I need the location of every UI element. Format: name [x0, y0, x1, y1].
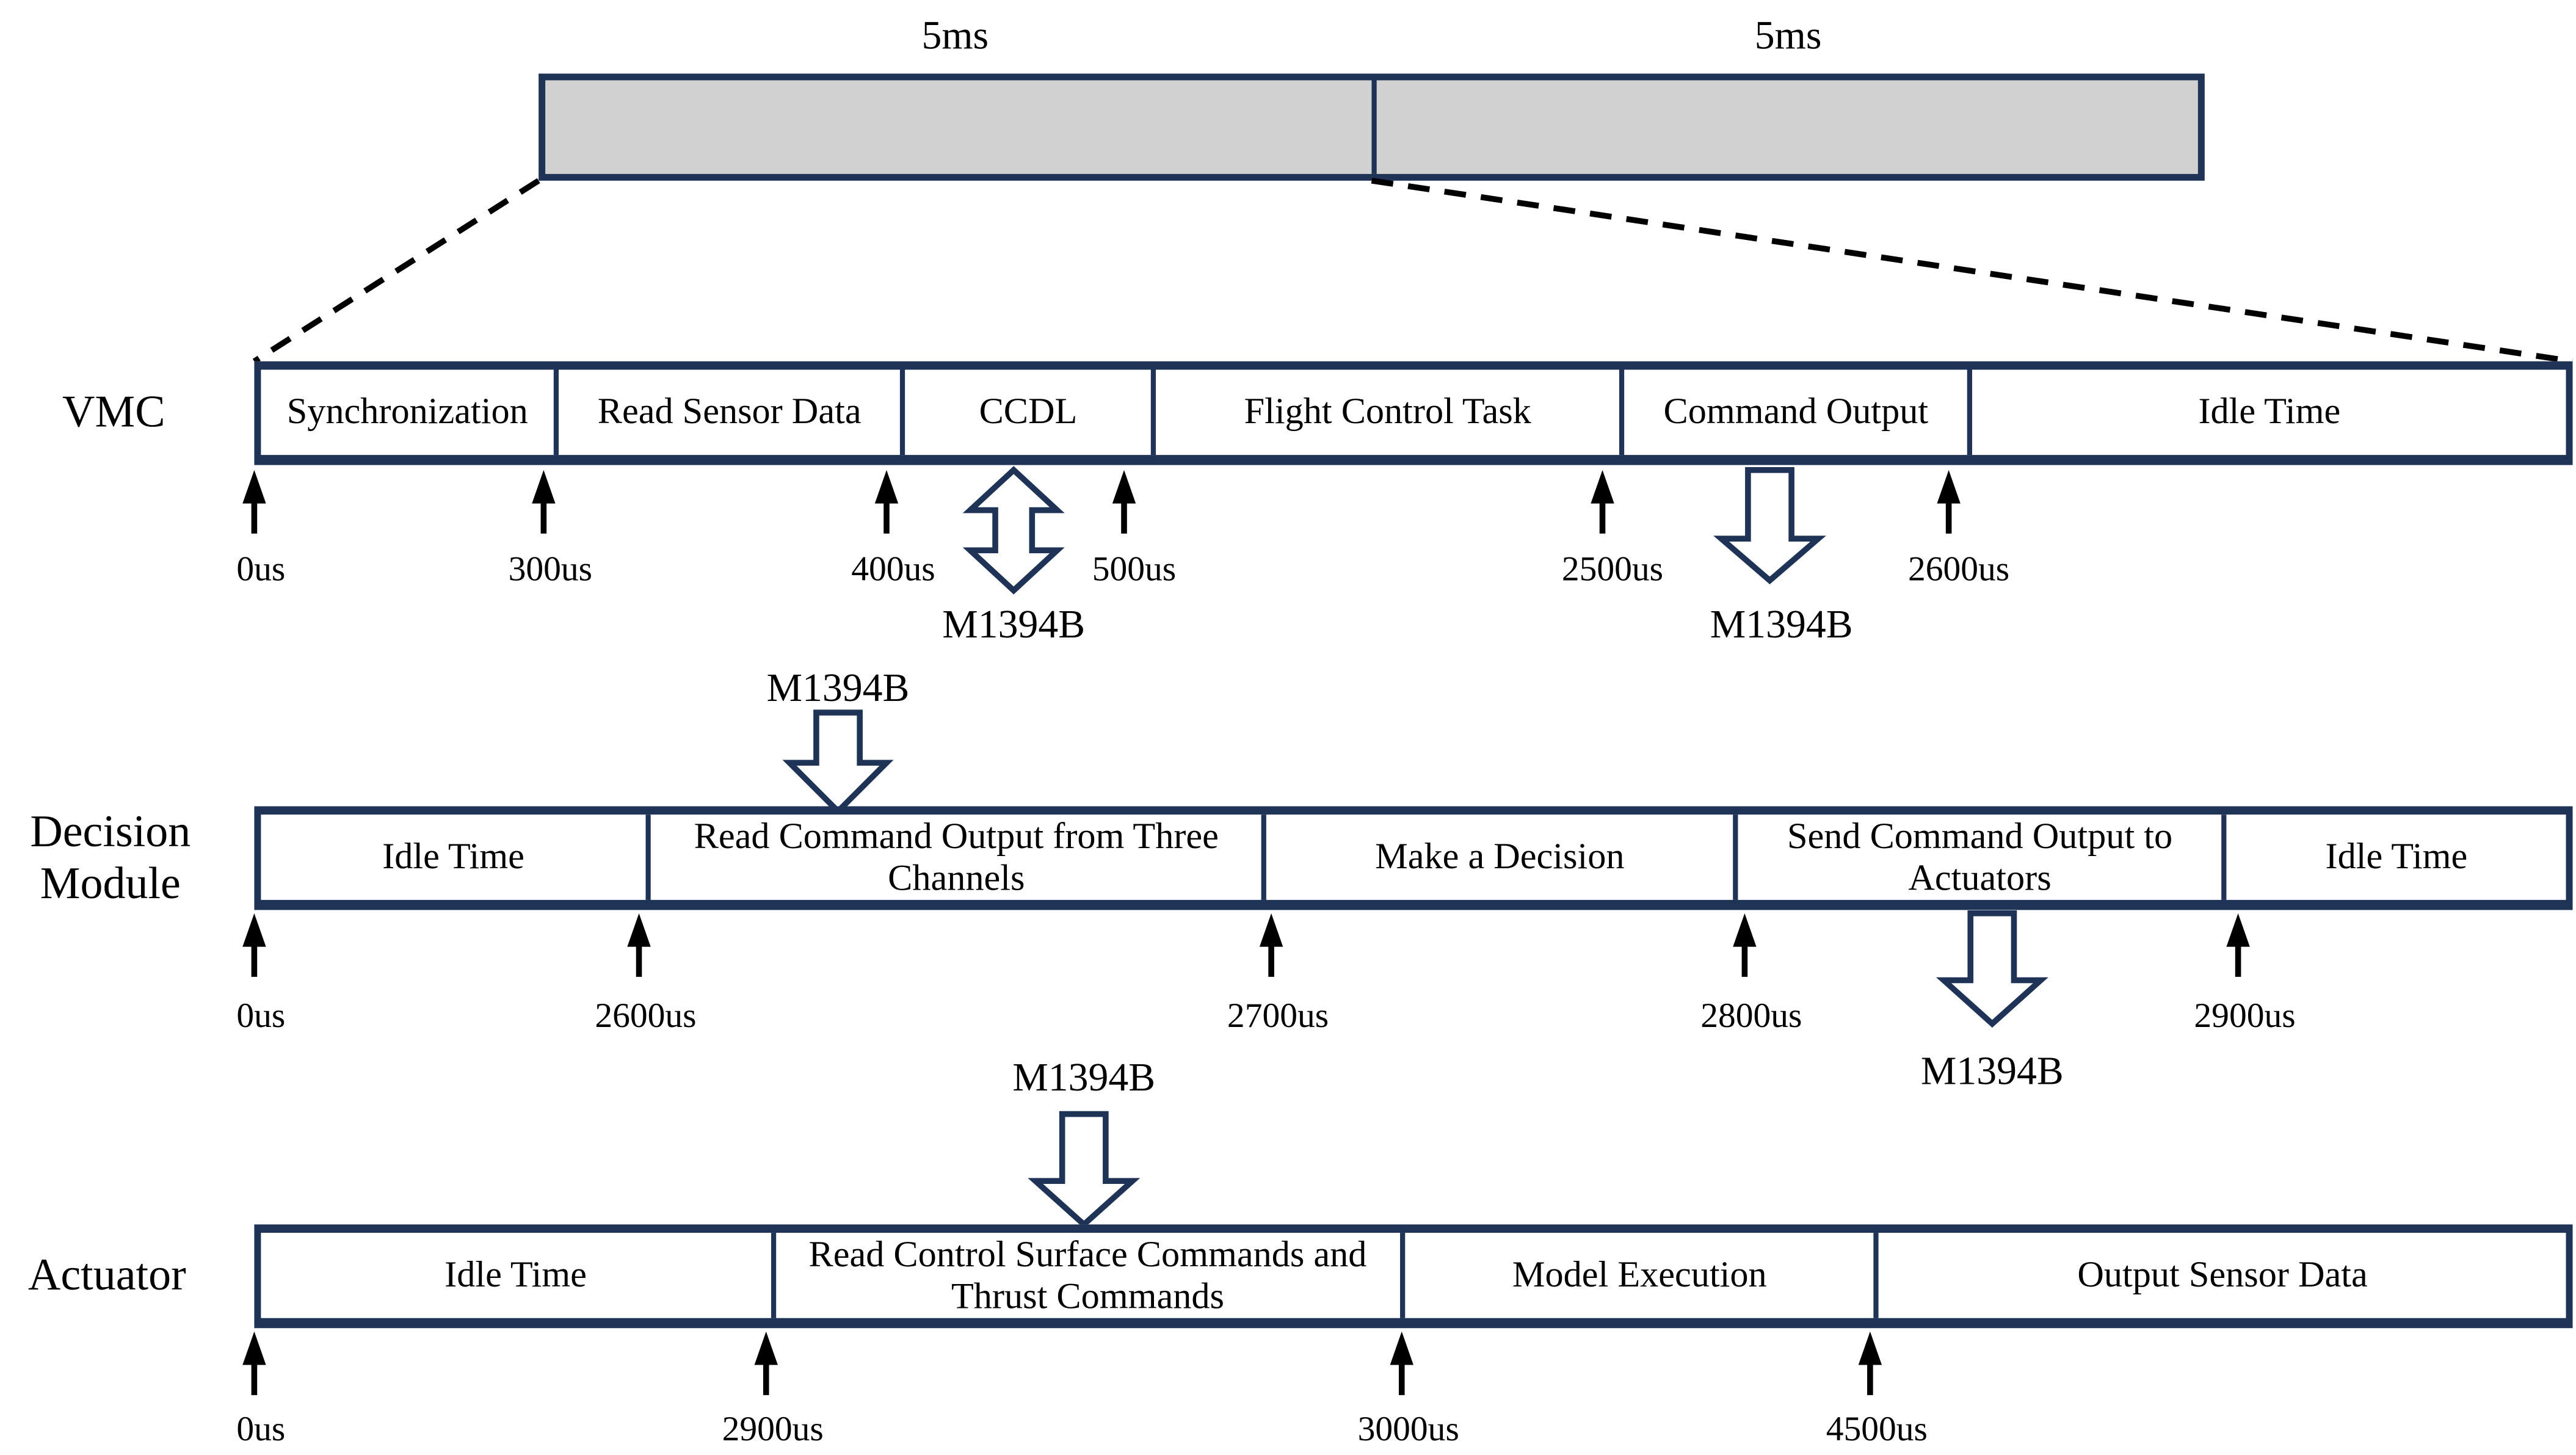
- row-title-actuator: Actuator: [27, 1250, 186, 1301]
- decision-segment-read-command-output: Read Command Output from Three Channels: [645, 815, 1262, 900]
- actuator-segment-read-control-surface: Read Control Surface Commands and Thrust…: [770, 1233, 1400, 1318]
- actuator-tick-2900us: 2900us: [722, 1407, 824, 1448]
- vmc-tick-0us: 0us: [236, 548, 286, 588]
- tick-arrow: [242, 1331, 266, 1395]
- tick-arrow: [1858, 1331, 1882, 1395]
- row-title-vmc: VMC: [62, 387, 165, 438]
- decision-timeline-row: Idle Time Read Command Output from Three…: [254, 806, 2573, 910]
- decision-tick-2900us: 2900us: [2194, 994, 2296, 1035]
- frame-duration-label: 5ms: [1754, 14, 1822, 58]
- actuator-tick-4500us: 4500us: [1826, 1407, 1928, 1448]
- tick-arrow: [1112, 470, 1136, 534]
- decision-segment-idle-time-1: Idle Time: [382, 835, 524, 877]
- tick-arrow: [1591, 470, 1614, 534]
- dashed-guide-line-left: [252, 178, 540, 364]
- bus-label-decision-read: M1394B: [766, 666, 910, 710]
- decision-segment-send-command-output: Send Command Output to Actuators: [1732, 815, 2222, 900]
- bus-down-arrow-command-output: [1713, 467, 1826, 584]
- vmc-segment-command-output: Command Output: [1619, 369, 1968, 455]
- actuator-tick-arrows: [242, 1331, 1882, 1395]
- decision-tick-2800us: 2800us: [1700, 994, 1802, 1035]
- vmc-tick-2600us: 2600us: [1907, 548, 2010, 588]
- actuator-segment-model-execution: Model Execution: [1400, 1233, 1874, 1318]
- vmc-tick-300us: 300us: [508, 548, 593, 588]
- vmc-tick-2500us: 2500us: [1561, 548, 1664, 588]
- bus-label-decision-send: M1394B: [1920, 1050, 2064, 1094]
- bus-down-arrow-decision-read: [782, 709, 894, 816]
- vmc-segment-idle-time: Idle Time: [1968, 369, 2566, 455]
- actuator-timeline-row: Idle Time Read Control Surface Commands …: [254, 1224, 2573, 1329]
- major-frame-bar: [539, 73, 2205, 181]
- tick-arrow: [1259, 913, 1283, 977]
- tick-arrow: [2226, 913, 2250, 977]
- vmc-segment-read-sensor-data: Read Sensor Data: [554, 369, 900, 455]
- bus-down-arrow-actuator-read: [1028, 1111, 1141, 1228]
- tick-arrow: [627, 913, 651, 977]
- actuator-segment-output-sensor-data: Output Sensor Data: [1874, 1233, 2566, 1318]
- tick-arrow: [754, 1331, 778, 1395]
- tick-arrow: [1937, 470, 1961, 534]
- vmc-segment-ccdl: CCDL: [899, 369, 1152, 455]
- vmc-timeline-row: Synchronization Read Sensor Data CCDL Fl…: [254, 361, 2573, 465]
- actuator-tick-3000us: 3000us: [1357, 1407, 1459, 1448]
- bus-label-ccdl: M1394B: [942, 603, 1086, 647]
- bus-label-command-output: M1394B: [1710, 603, 1853, 647]
- decision-tick-arrows: [242, 913, 2250, 977]
- tick-arrow: [532, 470, 556, 534]
- frame-duration-label: 5ms: [921, 14, 989, 58]
- decision-tick-0us: 0us: [236, 994, 286, 1035]
- dashed-guide-line-right: [1371, 178, 2574, 365]
- vmc-segment-synchronization: Synchronization: [286, 390, 528, 432]
- vmc-tick-400us: 400us: [851, 548, 935, 588]
- decision-tick-2700us: 2700us: [1227, 994, 1329, 1035]
- decision-segment-make-a-decision: Make a Decision: [1261, 815, 1733, 900]
- vmc-segment-flight-control-task: Flight Control Task: [1151, 369, 1619, 455]
- tick-arrow: [242, 470, 266, 534]
- actuator-segment-idle-time: Idle Time: [444, 1253, 587, 1295]
- decision-segment-idle-time-2: Idle Time: [2222, 815, 2566, 900]
- decision-tick-2600us: 2600us: [595, 994, 697, 1035]
- bus-label-actuator-read: M1394B: [1012, 1056, 1156, 1100]
- frame-divider: [1371, 80, 1377, 174]
- tick-arrow: [1390, 1331, 1413, 1395]
- tick-arrow: [242, 913, 266, 977]
- actuator-tick-0us: 0us: [236, 1407, 286, 1448]
- bus-down-arrow-decision-send: [1936, 910, 2048, 1028]
- vmc-tick-500us: 500us: [1092, 548, 1177, 588]
- vmc-tick-arrows: [242, 470, 1961, 534]
- tick-arrow: [1733, 913, 1757, 977]
- tick-arrow: [874, 470, 899, 534]
- row-title-decision-module: Decision Module: [30, 806, 191, 909]
